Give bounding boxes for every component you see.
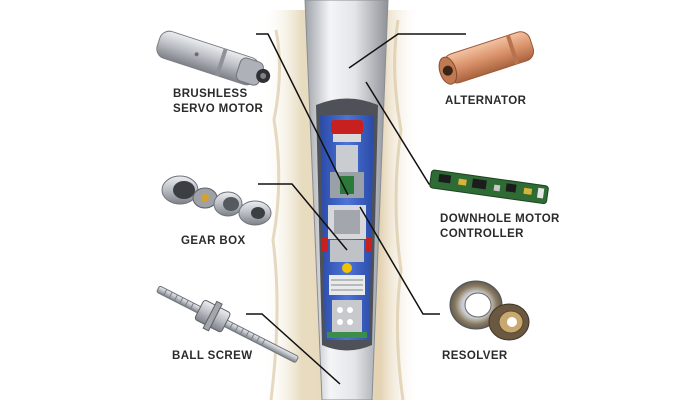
alternator-icon: [438, 31, 535, 85]
label-gear-box: GEAR BOX: [181, 235, 246, 247]
label-brushless-servo-motor-line1: BRUSHLESS: [173, 88, 248, 100]
label-downhole-motor-controller-line2: CONTROLLER: [440, 228, 524, 240]
label-brushless-servo-motor: BRUSHLESS SERVO MOTOR: [173, 87, 263, 117]
label-alternator: ALTERNATOR: [445, 95, 527, 107]
resolver-icon: [449, 280, 530, 341]
motor-controller-board-icon: [429, 169, 549, 205]
label-resolver: RESOLVER: [442, 350, 508, 362]
leader-alternator: [348, 33, 466, 69]
ball-screw-icon: [156, 285, 299, 363]
leader-resolver: [359, 206, 440, 315]
gear-box-icon: [161, 175, 272, 226]
label-ball-screw: BALL SCREW: [172, 350, 253, 362]
leader-servo-motor: [256, 33, 349, 196]
leader-lines: [246, 33, 466, 385]
leader-ball-screw: [246, 313, 341, 385]
leader-gear-box: [258, 183, 348, 251]
label-downhole-motor-controller-line1: DOWNHOLE MOTOR: [440, 213, 560, 225]
servo-motor-icon: [156, 30, 271, 86]
label-downhole-motor-controller: DOWNHOLE MOTOR CONTROLLER: [440, 212, 560, 242]
label-brushless-servo-motor-line2: SERVO MOTOR: [173, 103, 264, 115]
